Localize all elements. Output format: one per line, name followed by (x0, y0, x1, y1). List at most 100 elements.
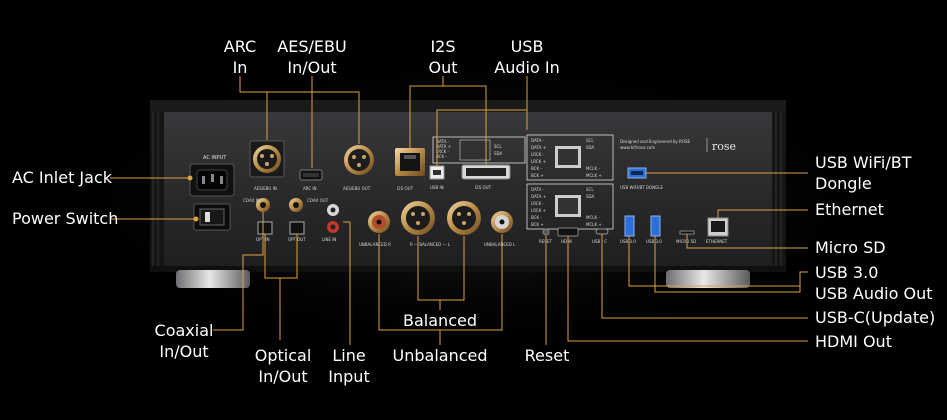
i2s-out-label: I2S OUT (397, 186, 414, 191)
aes-ebu-out-label: AES/EBU OUT (343, 186, 371, 191)
usb-audio-in-line1: USB (510, 37, 544, 56)
hdmi-out-port (557, 227, 579, 237)
right-foot (666, 270, 750, 288)
chassis-top (150, 100, 786, 112)
svg-text:BCK -: BCK - (436, 154, 447, 159)
coaxial-line2: In/Out (159, 342, 209, 361)
ethernet-callout: Ethernet (815, 199, 884, 220)
designed-by: Designed and Engineered by ROSE (620, 139, 691, 144)
aes-ebu-callout: AES/EBU In/Out (277, 36, 346, 78)
svg-text:DATA +: DATA + (436, 144, 451, 149)
unbalanced-r-label: UNBALANCED R (359, 242, 391, 247)
usb-in-label: USB IN (430, 185, 444, 190)
micro-sd-slot (679, 230, 695, 235)
svg-text:SDA: SDA (586, 194, 595, 199)
usb-c-label: USB - C (592, 239, 607, 244)
opt-in-port (257, 221, 273, 235)
reset-callout: Reset (525, 345, 570, 366)
reset-button[interactable] (542, 228, 550, 236)
ac-input-label: AC INPUT (203, 155, 227, 161)
i2s-out2-label: I2S OUT (475, 185, 492, 190)
usb3-callout: USB 3.0 USB Audio Out (815, 262, 933, 304)
coaxial-callout: Coaxial In/Out (155, 320, 214, 362)
aes-ebu-line1: AES/EBU (277, 37, 347, 56)
hdmi-label: HDMI (561, 239, 572, 244)
usb-c-port (595, 228, 609, 235)
optical-callout: Optical In/Out (255, 345, 312, 387)
optical-line1: Optical (254, 346, 312, 365)
coax-in-jack (256, 198, 270, 212)
usb-in-port (429, 165, 445, 180)
svg-text:DATA -: DATA - (531, 138, 545, 143)
ethernet-line1: Ethernet (815, 200, 884, 219)
unbalanced-l-label: UNBALANCED L (484, 242, 516, 247)
i2s-out-line1: I2S (430, 37, 456, 56)
i2s-out-dvi (461, 164, 511, 180)
hdmi-out-line1: HDMI Out (815, 332, 892, 351)
usb-c-callout: USB-C(Update) (815, 307, 935, 328)
usb-wifi-dongle-port (627, 167, 647, 179)
power-switch-callout: Power Switch (12, 208, 118, 229)
left-heatsink (150, 112, 164, 268)
balanced-l-xlr (447, 201, 481, 235)
svg-text:DATA +: DATA + (531, 194, 546, 199)
ethernet-label: ETHERNET (706, 239, 728, 244)
coax-in-label: COAX IN (243, 198, 260, 203)
svg-text:LRCK +: LRCK + (531, 208, 546, 213)
arc-in-port (299, 169, 323, 181)
usb3-line1: USB 3.0 (815, 263, 879, 282)
svg-text:BCK +: BCK + (531, 173, 544, 178)
usb30a-label: USB 3.0 (620, 239, 636, 244)
svg-text:LRCK +: LRCK + (531, 159, 546, 164)
ethernet-port (707, 217, 729, 237)
website: www.hifirose.com (620, 145, 655, 150)
usb-wifi-callout: USB WiFi/BT Dongle (815, 152, 911, 194)
usb3-port-2 (650, 215, 661, 237)
leader-lines (110, 76, 808, 345)
usb-audio-in-line2: Audio In (494, 58, 560, 77)
usb30b-label: USB 3.0 (646, 239, 662, 244)
line-input-callout: Line Input (328, 345, 369, 387)
balanced-line1: Balanced (403, 311, 477, 330)
micro-sd-line1: Micro SD (815, 238, 886, 257)
chassis-bottom (150, 266, 786, 272)
left-foot (176, 270, 250, 288)
power-switch[interactable] (193, 203, 231, 231)
svg-text:DATA -: DATA - (531, 187, 545, 192)
i2s-out-line2: Out (428, 58, 458, 77)
usb3-port-1 (624, 215, 635, 237)
svg-text:BCK -: BCK - (531, 166, 542, 171)
i2s-pinout-box-bottom: DATA - DATA + LRCK - LRCK + BCK - BCK + … (526, 183, 614, 230)
balanced-label: R — BALANCED — L (410, 242, 451, 247)
arc-in-callout: ARC In (224, 36, 256, 78)
coaxial-line1: Coaxial (154, 321, 214, 340)
arc-in-label: ARC IN (303, 186, 317, 191)
micro-sd-callout: Micro SD (815, 237, 886, 258)
svg-text:MCLK +: MCLK + (586, 222, 602, 227)
svg-text:BCK -: BCK - (531, 215, 542, 220)
svg-text:MCLK -: MCLK - (586, 166, 600, 171)
i2s-pin-diagram: DATA - DATA + LRCK - BCK - SCL SDA (432, 136, 526, 164)
aes-ebu-line2: In/Out (287, 58, 337, 77)
power-switch-line1: Power Switch (12, 209, 119, 228)
svg-text:SCL: SCL (494, 144, 502, 149)
svg-text:MCLK +: MCLK + (586, 173, 602, 178)
aes-ebu-in-connector (249, 140, 285, 178)
ac-inlet-callout: AC Inlet Jack (12, 167, 112, 188)
unbalanced-line1: Unbalanced (392, 346, 488, 365)
micro-sd-label: MICRO SD (676, 239, 696, 244)
usb-audio-in-callout: USB Audio In (494, 36, 559, 78)
unbalanced-callout: Unbalanced (393, 345, 488, 366)
reset-line1: Reset (524, 346, 570, 365)
ac-inlet-line1: AC Inlet Jack (12, 168, 113, 187)
svg-text:BCK +: BCK + (531, 222, 544, 227)
aes-ebu-out-connector (344, 145, 374, 175)
svg-text:SDA: SDA (586, 145, 595, 150)
i2s-pinout-box-top: DATA - DATA + LRCK - LRCK + BCK - BCK + … (526, 134, 614, 181)
brand-logo: rose (712, 140, 736, 153)
svg-text:DATA +: DATA + (531, 145, 546, 150)
unbalanced-l-jack (491, 211, 513, 233)
usb-wifi-line2: Dongle (815, 174, 872, 193)
svg-text:LRCK -: LRCK - (436, 149, 449, 154)
